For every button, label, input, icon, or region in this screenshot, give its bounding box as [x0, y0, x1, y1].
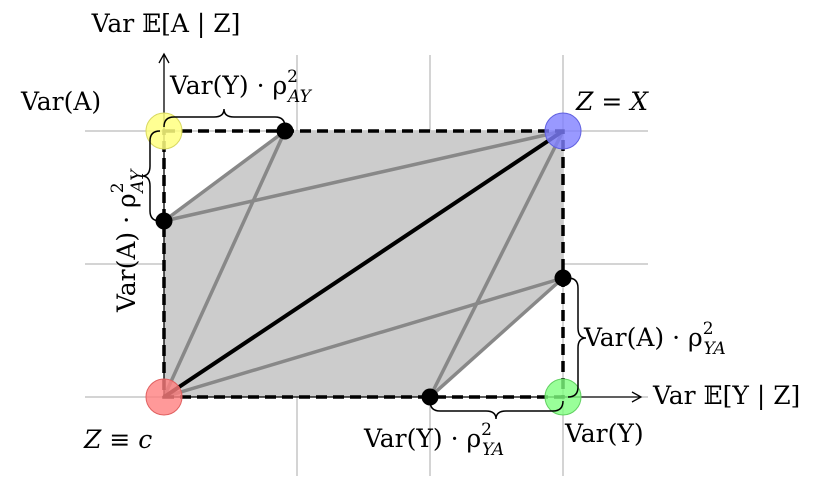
origin-label: Z ≡ c [83, 425, 152, 454]
brace-label-main: Var(Y) · ρ [169, 71, 287, 100]
top-right-circle [544, 112, 582, 150]
point [554, 269, 572, 287]
top-left-circle [145, 112, 183, 150]
brace-label-sup: 2 [287, 67, 298, 87]
constraint-line [162, 130, 287, 398]
left-brace [141, 130, 161, 222]
y-axis-label: Var 𝔼[A | Z] [91, 9, 241, 39]
right-brace [567, 277, 587, 398]
constraint-lines [162, 129, 565, 399]
constraint-line [163, 276, 564, 399]
x-axis-arrowhead [631, 391, 643, 403]
brace-label-sub: YA [704, 339, 726, 359]
brace-label-sup: 2 [108, 182, 128, 193]
brace-label-main: Var(A) · ρ [112, 193, 141, 313]
main-diagonal [162, 129, 565, 399]
bottom-brace [429, 400, 564, 420]
point [155, 212, 173, 230]
brace-label-sub: AY [128, 168, 148, 195]
constraint-line [428, 276, 565, 399]
origin-circle [145, 378, 183, 416]
constraint-line [162, 129, 287, 223]
brace-label-sup: 2 [703, 319, 714, 339]
brace-label-sub: AY [286, 87, 313, 107]
constraint-line [163, 129, 564, 223]
brace-label-sup: 2 [481, 420, 492, 440]
top-left-label: Var(A) [20, 87, 101, 116]
braces [141, 108, 587, 420]
left-brace-label: Var(A) · ρ2AY [108, 168, 148, 313]
brace-label-sub: YA [482, 440, 504, 460]
top-right-label: Z = X [575, 87, 649, 116]
brace-label-main: Var(A) · ρ [583, 323, 703, 352]
bottom-right-label: Var(Y) [564, 419, 644, 448]
points [155, 122, 572, 406]
point [276, 122, 294, 140]
x-axis-label: Var 𝔼[Y | Z] [652, 381, 800, 411]
left-brace-label-group: Var(A) · ρ2AY [108, 168, 148, 313]
brace-label-main: Var(Y) · ρ [363, 424, 481, 453]
point [421, 388, 439, 406]
y-axis-arrowhead [158, 52, 170, 64]
constraint-line [428, 130, 565, 398]
top-brace [163, 108, 286, 128]
bottom-right-circle [544, 378, 582, 416]
